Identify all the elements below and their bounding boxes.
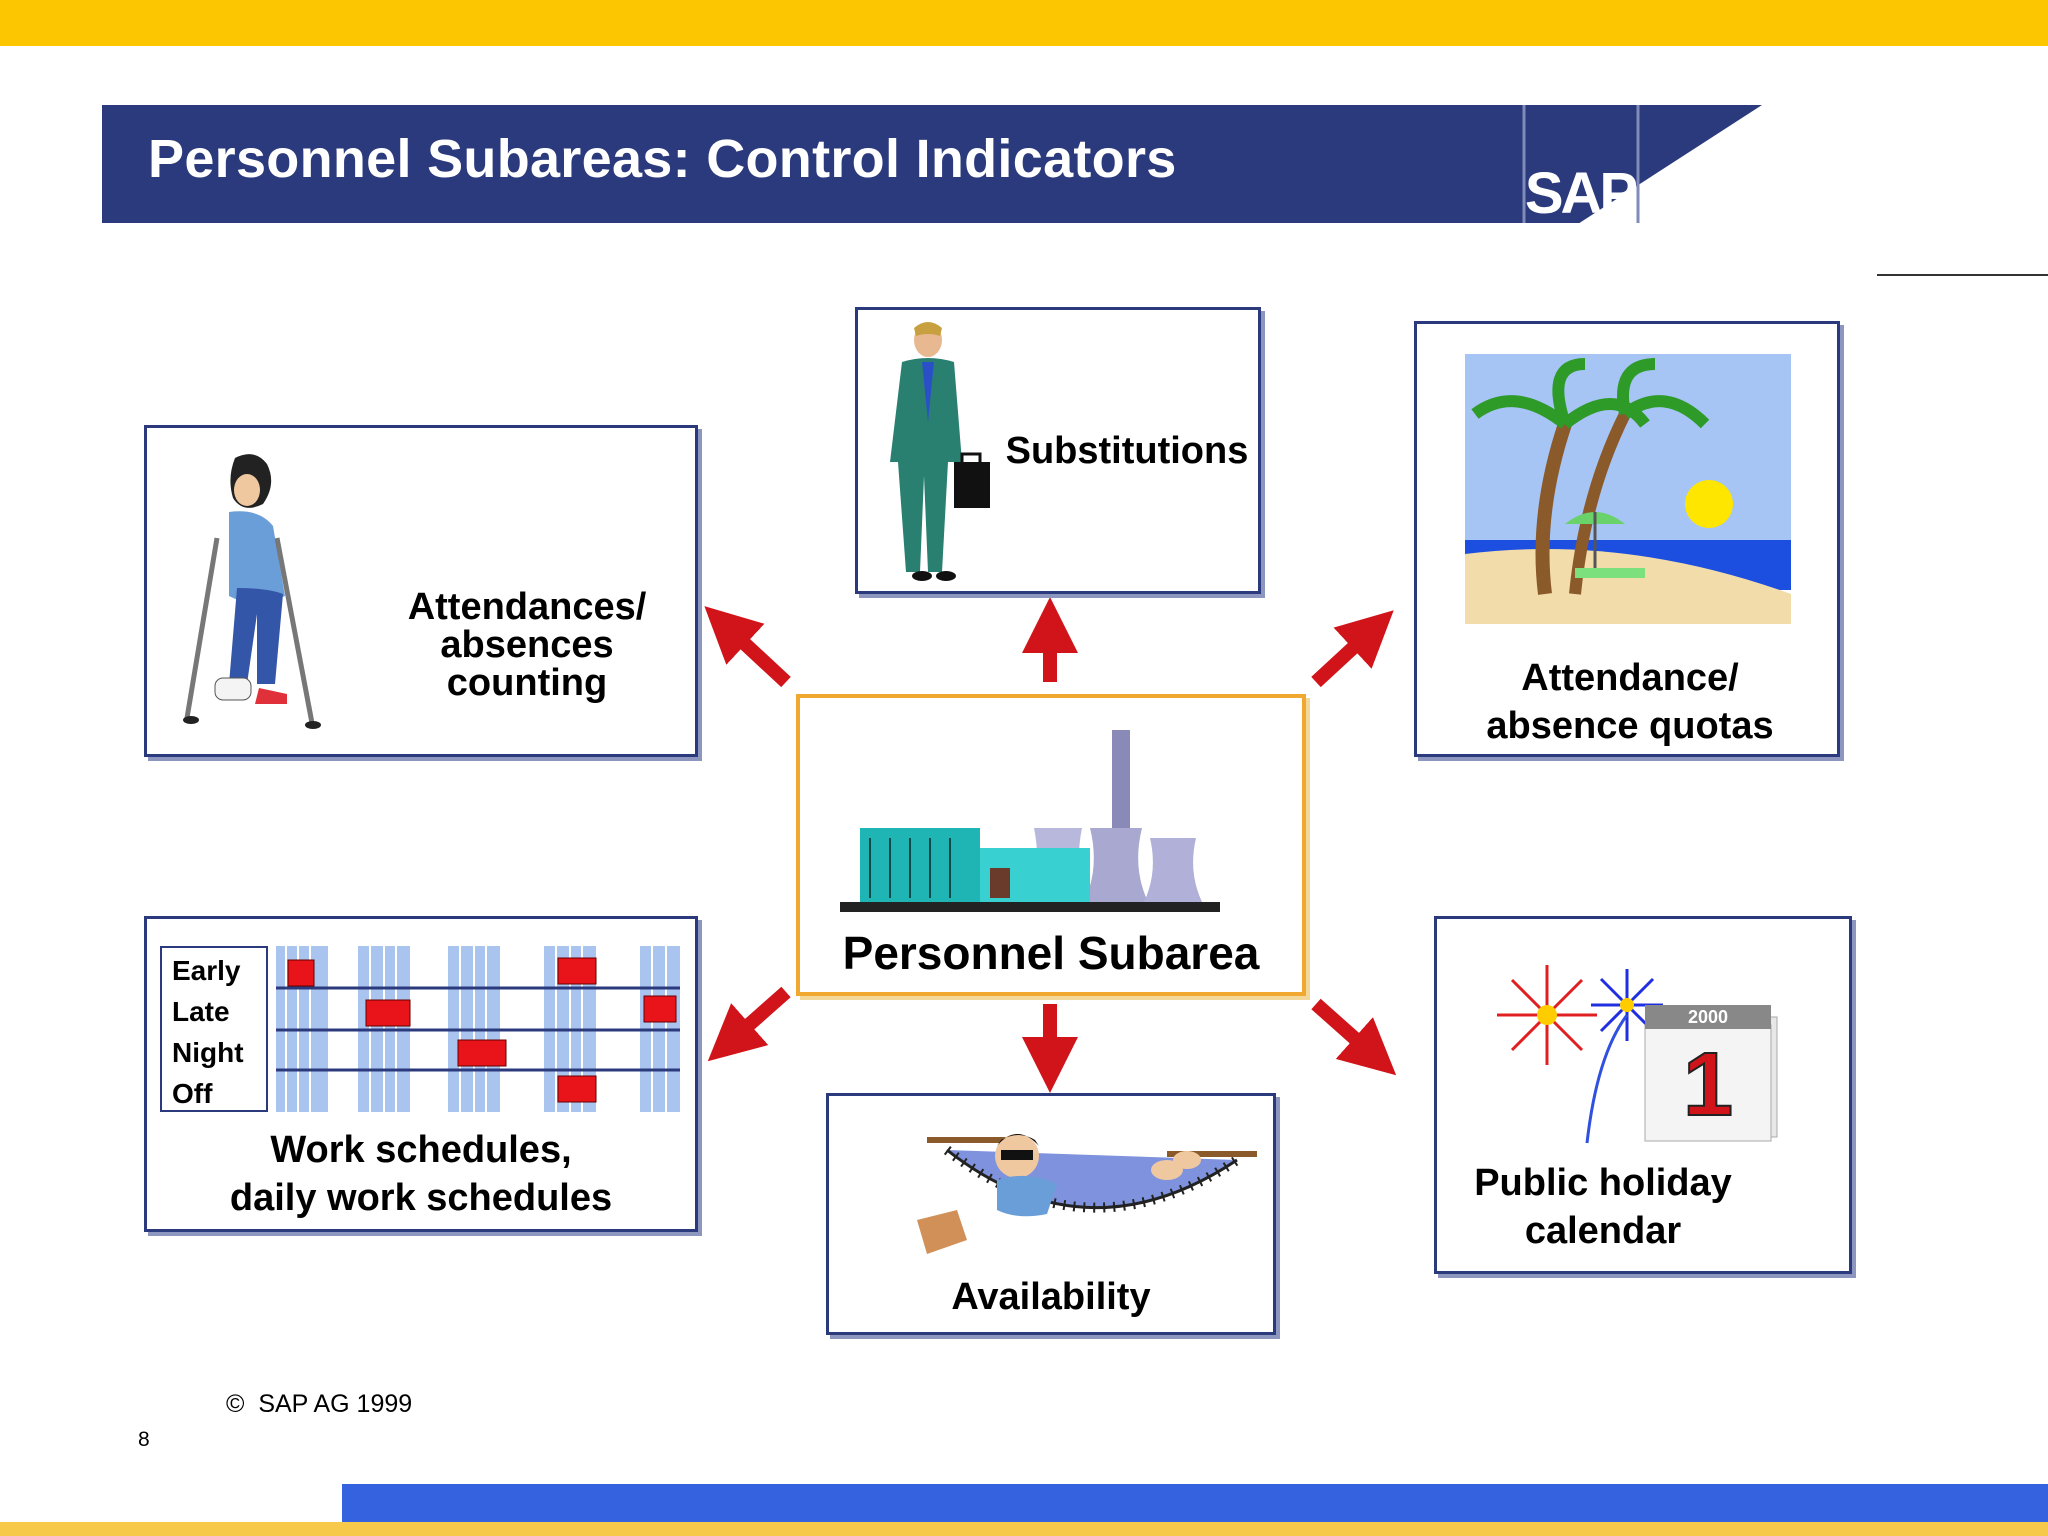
card-availability: Availability [826,1093,1276,1335]
quotas-line-2: absence quotas [1486,705,1774,747]
top-accent-bar [0,0,2048,46]
work-schedules-line-1: Work schedules, [270,1129,572,1171]
beach-vacation-icon [1465,354,1791,624]
shift-late: Late [172,996,230,1027]
copyright-notice: © SAP AG 1999 [226,1390,412,1419]
quotas-line-1: Attendance/ [1521,657,1739,699]
businessman-icon [890,322,990,581]
injured-person-crutches-icon [183,454,321,729]
attendance-counting-label: Attendances/ absences counting [357,588,697,702]
holiday-line-2: calendar [1524,1210,1682,1252]
attendance-counting-line-2: absences [440,624,614,666]
attendance-counting-line-3: counting [446,662,608,704]
arrow-down-left [707,986,791,1062]
card-substitutions: Substitutions [855,307,1261,594]
attendance-counting-line-1: Attendances/ [407,586,647,628]
power-plant-icon [840,730,1220,912]
card-attendance-counting: Attendances/ absences counting [144,425,698,757]
schedule-grid-icon [276,946,680,1112]
title-banner [102,105,1762,223]
work-schedules-label: Work schedules, daily work schedules [148,1126,694,1222]
card-personnel-subarea: Personnel Subarea [796,694,1306,996]
decorative-rule [1877,274,2048,276]
footer-blue-bar [342,1484,2048,1522]
calendar-day: 1 [1683,1035,1733,1135]
card-absence-quotas: Attendance/ absence quotas [1414,321,1840,757]
personnel-subarea-label: Personnel Subarea [842,927,1260,979]
shift-night: Night [172,1037,244,1068]
shift-off: Off [172,1078,213,1109]
availability-label: Availability [951,1276,1151,1318]
copyright-symbol: © [226,1390,245,1418]
calendar-year: 2000 [1688,1007,1728,1027]
arrow-up-right [1311,610,1394,688]
work-schedules-line-2: daily work schedules [229,1177,613,1219]
fireworks-calendar-icon: 2000 1 [1497,965,1778,1144]
sap-logo: SAP [1522,105,1640,223]
holiday-line-1: Public holiday [1474,1162,1732,1204]
page-title: Personnel Subareas: Control Indicators [148,129,1177,189]
hammock-person-icon [917,1134,1257,1254]
copyright-text: SAP AG 1999 [258,1390,413,1418]
footer-yellow-bar [0,1522,2048,1536]
page-number: 8 [138,1428,150,1451]
arrow-down-right [1311,998,1397,1076]
shift-legend: Early Late Night Off [160,946,268,1112]
sap-logo-text: SAP [1525,161,1637,223]
card-public-holiday: 2000 1 Public holiday calendar [1434,916,1852,1274]
public-holiday-label: Public holiday calendar [1437,1159,1769,1255]
shift-early: Early [172,955,241,986]
absence-quotas-label: Attendance/ absence quotas [1427,654,1833,750]
substitutions-label: Substitutions [1005,430,1249,472]
arrow-up-left [704,606,791,688]
